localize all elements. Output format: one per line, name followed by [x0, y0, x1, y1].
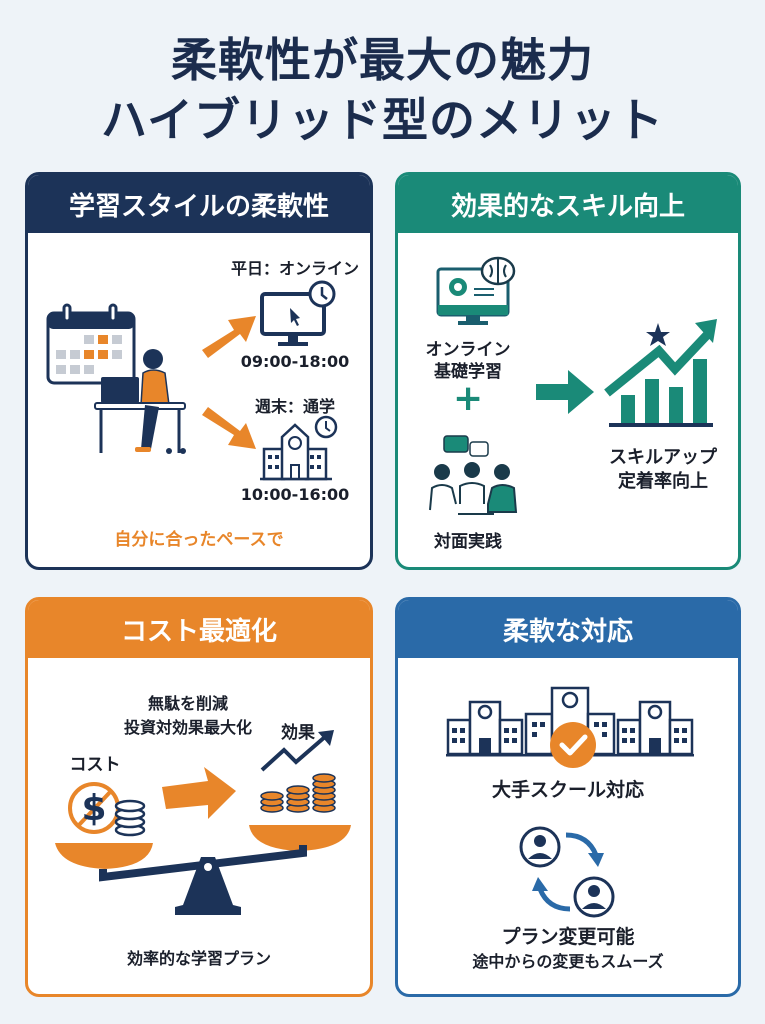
- page-title: 柔軟性が最大の魅力 ハイブリッド型のメリット: [0, 30, 765, 150]
- effect-label: 効果: [281, 723, 315, 743]
- monitor-clock-icon: [260, 280, 336, 346]
- coins-growth-icon: [260, 730, 336, 813]
- card-cost: コスト最適化 無駄を削減 投資対効果最大化 効果 コスト $ 効率的な学習プラン: [25, 597, 373, 997]
- plan-label: プラン変更可能: [501, 926, 635, 948]
- balance-scale-icon: [55, 825, 351, 915]
- title-line-1: 柔軟性が最大の魅力: [171, 33, 594, 87]
- cost-caption-1: 無駄を削減: [147, 694, 228, 713]
- people-meeting-icon: [429, 435, 518, 515]
- cost-label: コスト: [69, 755, 121, 775]
- card-flexible: 柔軟な対応 大手スクール対応 プラン変更可能: [395, 597, 741, 997]
- no-dollar-icon: $: [68, 782, 146, 837]
- card-skill-up: 効果的なスキル向上 オンライン 基礎学習 + 対面実践 スキル: [395, 172, 741, 570]
- online-label-2: 基礎学習: [434, 362, 502, 382]
- title-line-2: ハイブリッド型のメリット: [100, 93, 665, 147]
- card-learning-style: 学習スタイルの柔軟性 平日：オンライン: [25, 172, 373, 570]
- weekend-label: 週末：通学: [254, 397, 335, 416]
- weekday-label: 平日：オンライン: [230, 259, 359, 278]
- schools-label: 大手スクール対応: [491, 779, 644, 801]
- school-building-clock-icon: [260, 415, 338, 481]
- arrow-right-icon: [536, 370, 594, 414]
- user-swap-icon: [519, 826, 615, 918]
- check-badge-icon: [550, 722, 596, 768]
- online-label-1: オンライン: [425, 340, 511, 360]
- monitor-gear-brain-icon: [436, 256, 516, 325]
- svg-text:$: $: [81, 788, 106, 829]
- result-line-2: 定着率向上: [618, 471, 708, 492]
- cost-footer: 効率的な学習プラン: [126, 949, 271, 968]
- card-header: 柔軟な対応: [398, 600, 738, 658]
- weekend-time: 10:00-16:00: [240, 485, 350, 504]
- arrow-up-right-icon: [202, 316, 256, 358]
- card-header: コスト最適化: [28, 600, 370, 658]
- cost-caption-2: 投資対効果最大化: [123, 718, 252, 737]
- calendar-icon: [46, 303, 136, 385]
- arrow-right-icon: [162, 767, 236, 819]
- plan-sub: 途中からの変更もスムーズ: [472, 952, 664, 971]
- growth-chart-star-icon: [604, 319, 717, 427]
- card-header: 学習スタイルの柔軟性: [28, 175, 370, 233]
- result-line-1: スキルアップ: [609, 447, 717, 468]
- weekday-time: 09:00-18:00: [240, 352, 350, 371]
- plus-sign: +: [453, 378, 484, 419]
- person-at-laptop-icon: [94, 349, 186, 454]
- card-header: 効果的なスキル向上: [398, 175, 738, 233]
- learning-style-footer: 自分に合ったペースで: [114, 530, 284, 550]
- arrow-down-right-icon: [202, 407, 256, 449]
- offline-label: 対面実践: [434, 532, 502, 552]
